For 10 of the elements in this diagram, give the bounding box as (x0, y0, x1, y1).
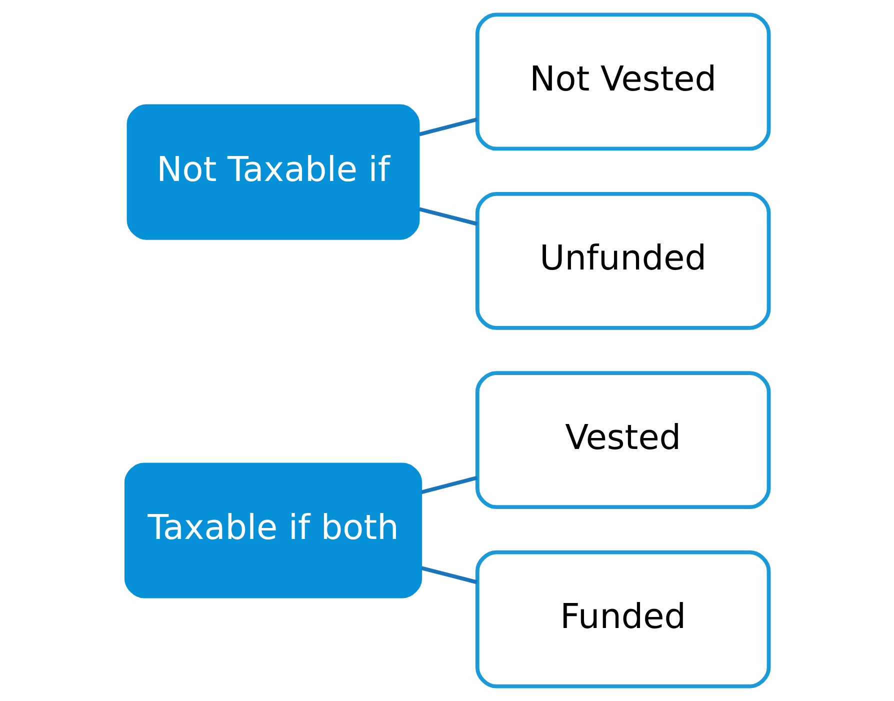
connector (418, 117, 478, 136)
node-box: Funded (475, 550, 771, 688)
node-box: Not Vested (475, 12, 771, 151)
node-box: Taxable if both (124, 462, 422, 598)
connector (420, 476, 478, 494)
node-box: Not Taxable if (126, 104, 420, 240)
node-box: Vested (475, 371, 771, 510)
connector (418, 207, 478, 226)
connector (420, 566, 478, 584)
node-box: Unfunded (475, 192, 771, 330)
